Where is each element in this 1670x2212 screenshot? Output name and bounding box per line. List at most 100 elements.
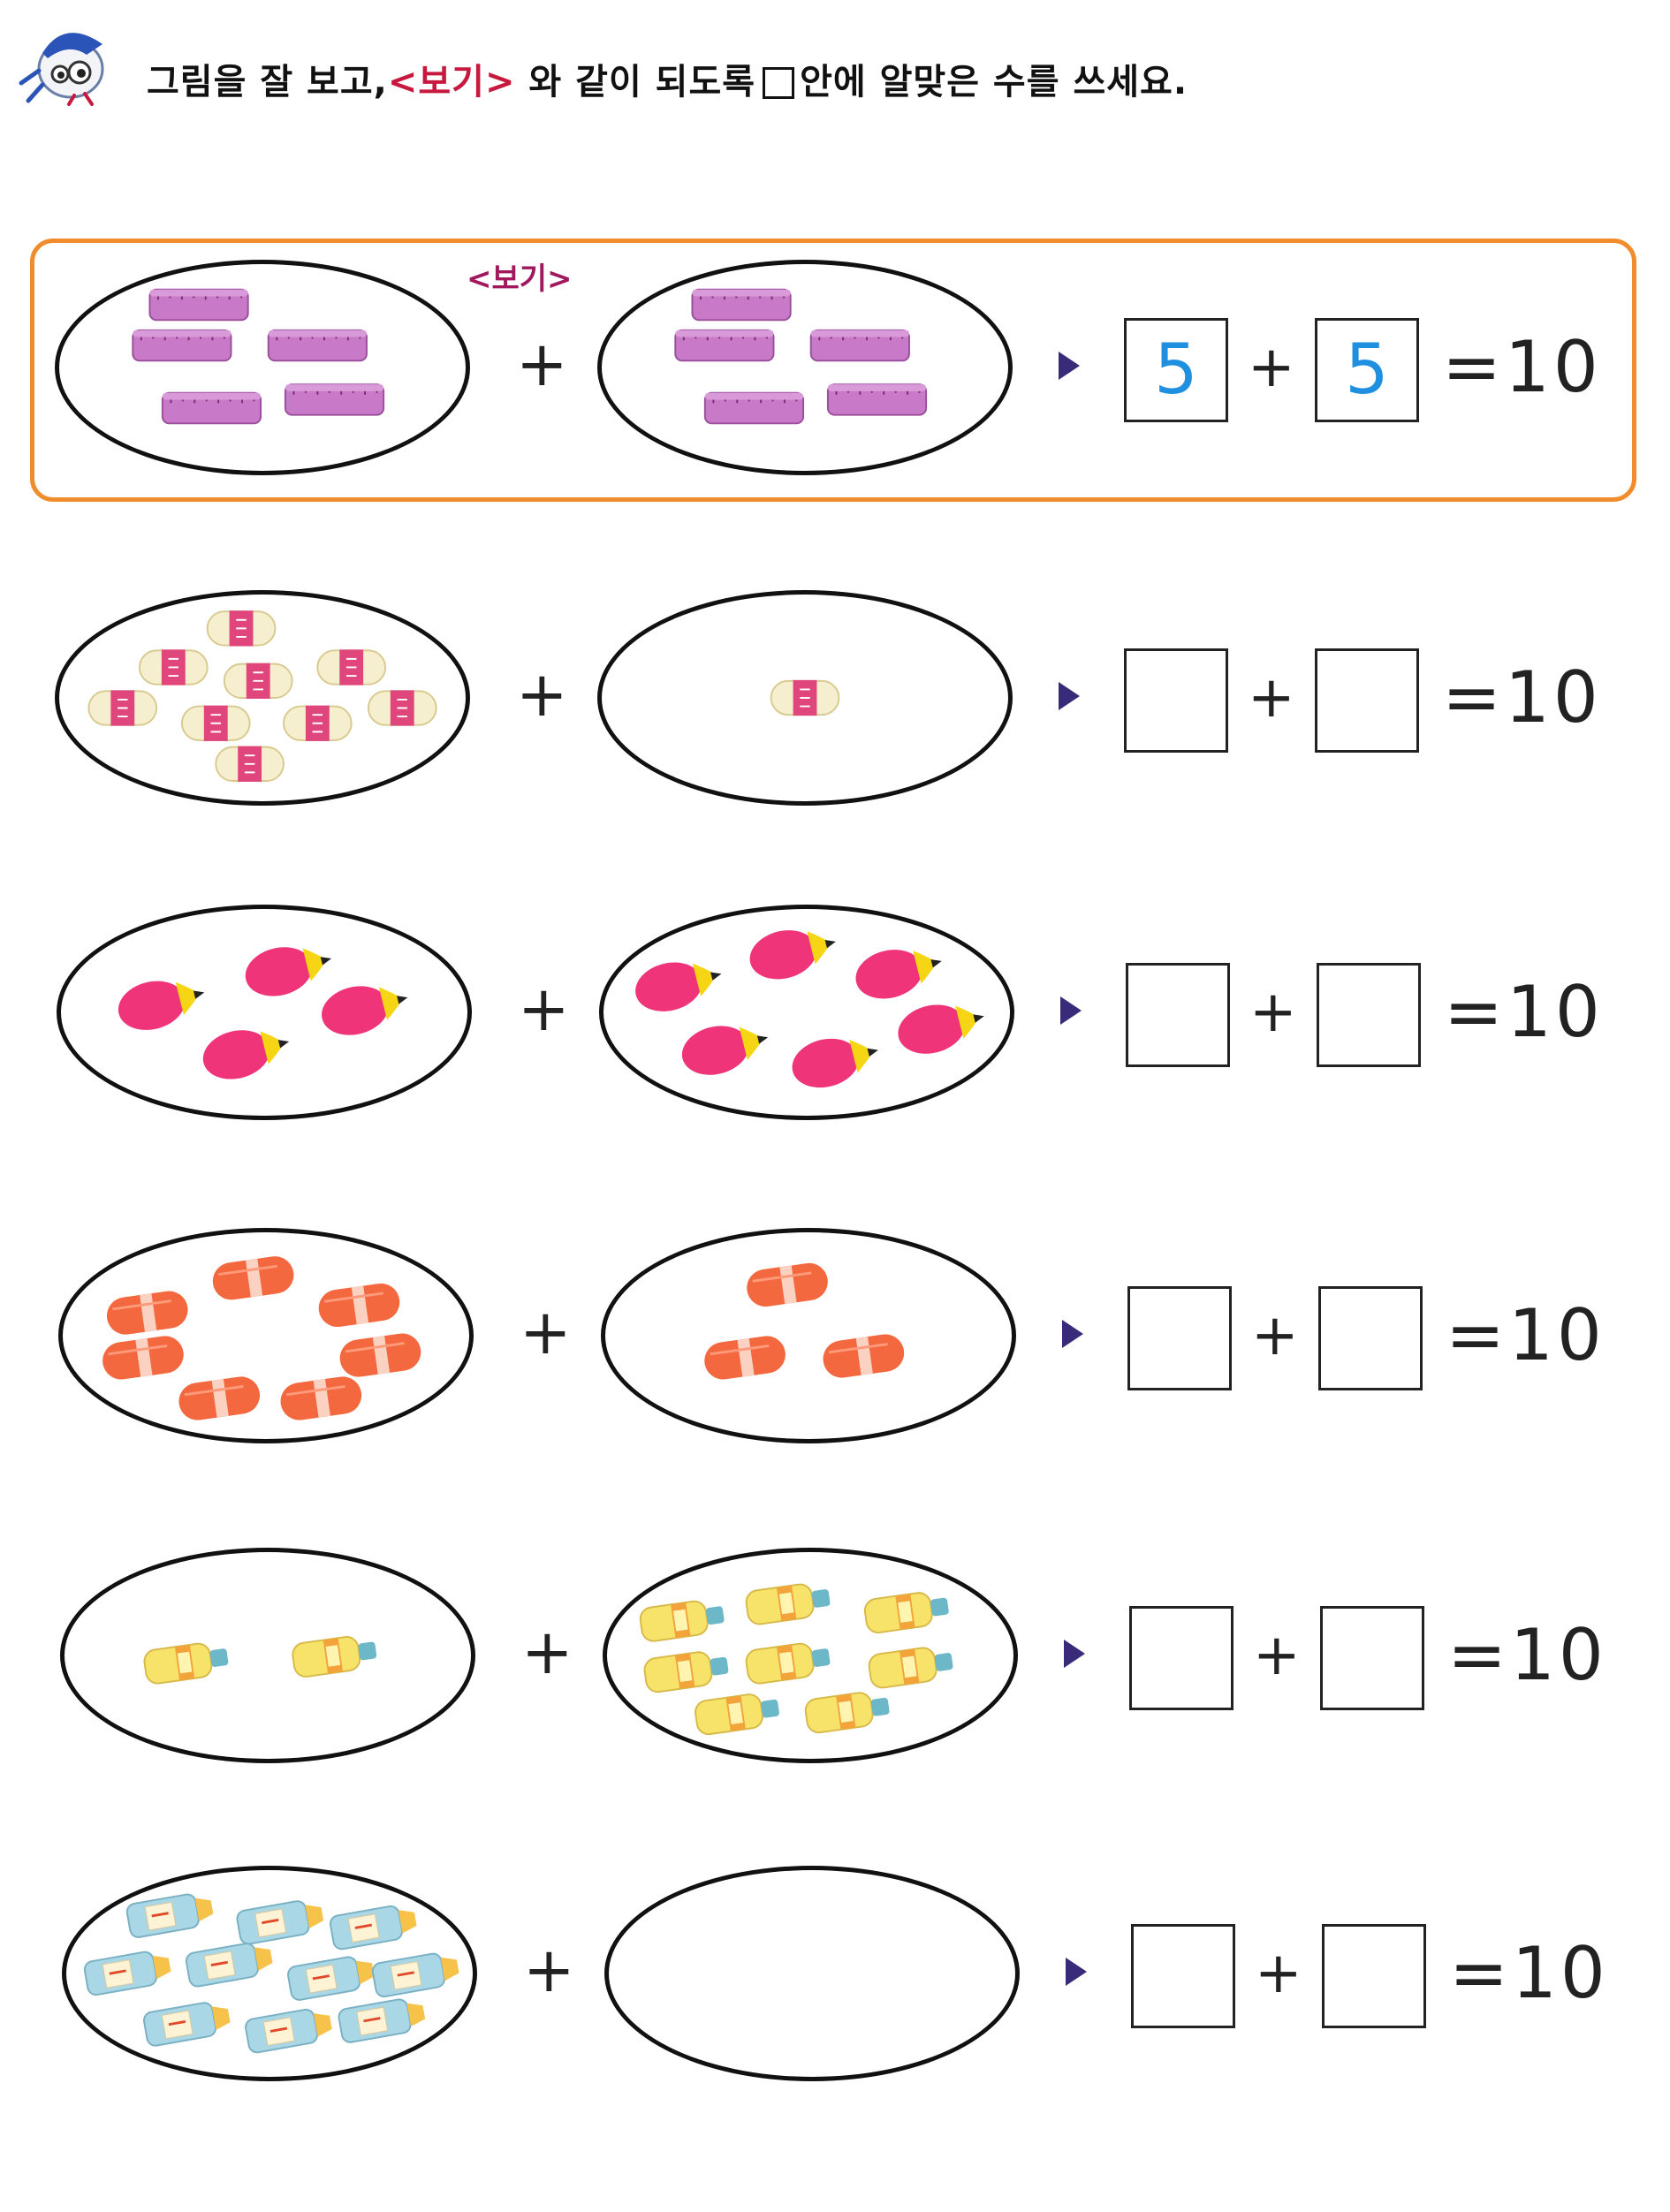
problem-row: + + =10 [7,1866,1670,2095]
chalk-icon [206,610,277,647]
right-items-svg [770,679,840,716]
left-item-group [62,1866,477,2081]
problem-row: ++=10 [5,1548,1670,1777]
left-items-svg [132,288,385,425]
answer-box-second[interactable] [1320,1606,1424,1710]
instruction-suffix: 안에 알맞은 수를 쓰세요. [800,62,1188,102]
left-item-group [58,1228,474,1443]
plus-sign-small: + [1248,665,1295,731]
right-items-svg [674,288,928,425]
chalk-icon [87,690,158,726]
plus-sign-small: + [1253,1623,1301,1688]
answer-box-first[interactable] [1129,1606,1234,1710]
pencil-icon [245,947,332,996]
pencil-case-icon [691,288,792,322]
right-items-svg [635,930,984,1088]
chalk-icon [283,705,353,741]
milk-bottle-icon [245,2008,332,2054]
right-item-group [603,1548,1018,1763]
right-item-group [601,1228,1016,1443]
answer-box-second[interactable]: 5 [1315,318,1419,422]
instruction-middle: 와 같이 되도록 [515,62,756,102]
milk-bottle-icon [338,1998,426,2043]
box-glyph-icon [763,67,795,99]
glue-bottle-icon [292,1636,377,1678]
plus-sign-small: + [1251,1303,1299,1368]
glue-bottle-icon [143,1642,229,1685]
plus-sign: + [518,973,570,1045]
plus-sign-small: + [1255,1941,1302,2006]
pencil-icon [202,1030,290,1079]
right-item-group [604,1866,1020,2081]
instruction-prefix: 그림을 잘 보고, [147,62,388,102]
left-items-svg [102,1256,421,1420]
mascot-icon [19,33,104,106]
milk-bottle-icon [371,1952,459,1997]
pencil-icon [681,1026,769,1075]
pencil-icon [898,1004,984,1054]
eraser-icon [339,1333,421,1377]
glue-bottle-icon [804,1692,890,1734]
pencil-case-icon [267,329,368,362]
pencil-case-icon [703,391,805,425]
answer-box-first[interactable] [1124,648,1228,753]
plus-sign-small: + [1248,335,1295,400]
pencil-case-icon [674,329,775,362]
right-item-group [597,590,1013,806]
plus-sign: + [523,1934,575,2006]
glue-bottle-icon [695,1693,779,1736]
pencil-icon [635,962,722,1011]
answer-box-second[interactable] [1315,648,1419,753]
plus-sign-small: + [1249,980,1297,1045]
eraser-icon [178,1376,261,1420]
chalk-icon [180,705,251,741]
chalk-icon [367,690,437,726]
milk-bottle-icon [287,1956,375,2001]
answer-box-first[interactable] [1126,963,1230,1067]
answer-box-second[interactable] [1322,1924,1426,2028]
example-frame [30,239,1636,502]
pencil-case-icon [809,329,910,362]
answer-box-second[interactable] [1317,963,1421,1067]
pencil-case-icon [161,391,262,425]
arrow-icon [1064,1640,1085,1668]
pencil-case-icon [132,329,232,362]
glue-bottle-icon [643,1651,729,1693]
eraser-icon [102,1336,184,1380]
left-item-group [60,1548,475,1763]
pencil-icon [118,981,205,1030]
left-items-svg [143,1636,377,1685]
equals-total: =10 [1449,1932,1609,2014]
milk-bottle-icon [83,1951,171,1996]
plus-sign: + [516,328,568,400]
arrow-icon [1066,1958,1087,1986]
eraser-icon [318,1283,400,1328]
answer-box-first[interactable] [1131,1924,1235,2028]
glue-bottle-icon [639,1600,725,1642]
answer-box-first[interactable]: 5 [1124,318,1228,422]
arrow-icon [1062,1320,1083,1348]
right-item-group [599,905,1014,1120]
pencil-icon [322,986,408,1035]
chalk-icon [215,746,285,782]
left-items-svg [83,1893,459,2054]
milk-bottle-icon [143,2002,231,2047]
problem-row: ++=10 [2,905,1670,1134]
milk-bottle-icon [236,1900,324,1945]
eraser-icon [106,1291,188,1335]
chalk-icon [138,649,209,686]
pencil-case-icon [826,383,928,416]
answer-box-second[interactable] [1318,1286,1423,1390]
right-item-group [597,260,1013,475]
left-items-svg [118,947,408,1079]
answer-box-first[interactable] [1127,1286,1232,1390]
eraser-icon [747,1262,828,1307]
glue-bottle-icon [863,1592,949,1634]
right-items-svg [704,1262,905,1380]
equals-total: =10 [1446,1294,1605,1376]
glue-bottle-icon [745,1583,831,1625]
plus-sign: + [520,1296,572,1368]
eraser-icon [704,1336,786,1380]
